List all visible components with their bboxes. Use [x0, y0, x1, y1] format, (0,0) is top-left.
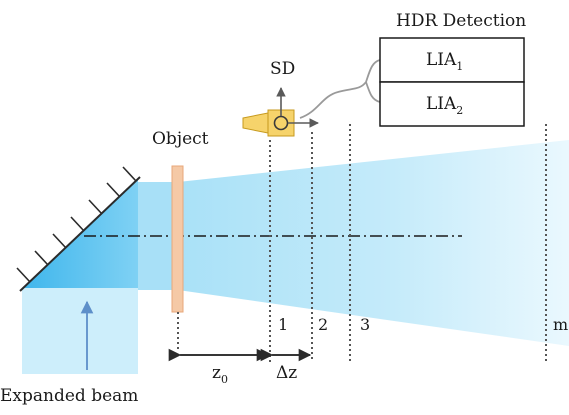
signal-cable [299, 81, 367, 119]
plane-label-2: 2 [318, 315, 328, 334]
plane-label-m: m [553, 315, 568, 334]
plane-label-1: 1 [278, 315, 288, 334]
lia1-box [379, 37, 525, 83]
z0-label: z0 [212, 363, 228, 386]
hdr-detection-label: HDR Detection [396, 11, 526, 31]
lia1-label: LIA1 [426, 50, 463, 73]
cable-branch-top [365, 59, 381, 83]
sd-label: SD [270, 59, 295, 79]
plane-label-3: 3 [360, 315, 370, 334]
lia2-box [379, 81, 525, 127]
incoming-beam [22, 288, 138, 374]
plane-lines [177, 124, 547, 362]
object-slab [171, 165, 184, 313]
diverging-beam [178, 140, 569, 346]
dz-label: Δz [276, 363, 297, 383]
expanded-beam-label: Expanded beam [0, 386, 138, 406]
cable-branch-bottom [365, 81, 381, 103]
object-label: Object [152, 129, 209, 149]
lia2-label: LIA2 [426, 94, 463, 117]
mirror [16, 166, 141, 292]
scanning-detector [242, 109, 295, 137]
